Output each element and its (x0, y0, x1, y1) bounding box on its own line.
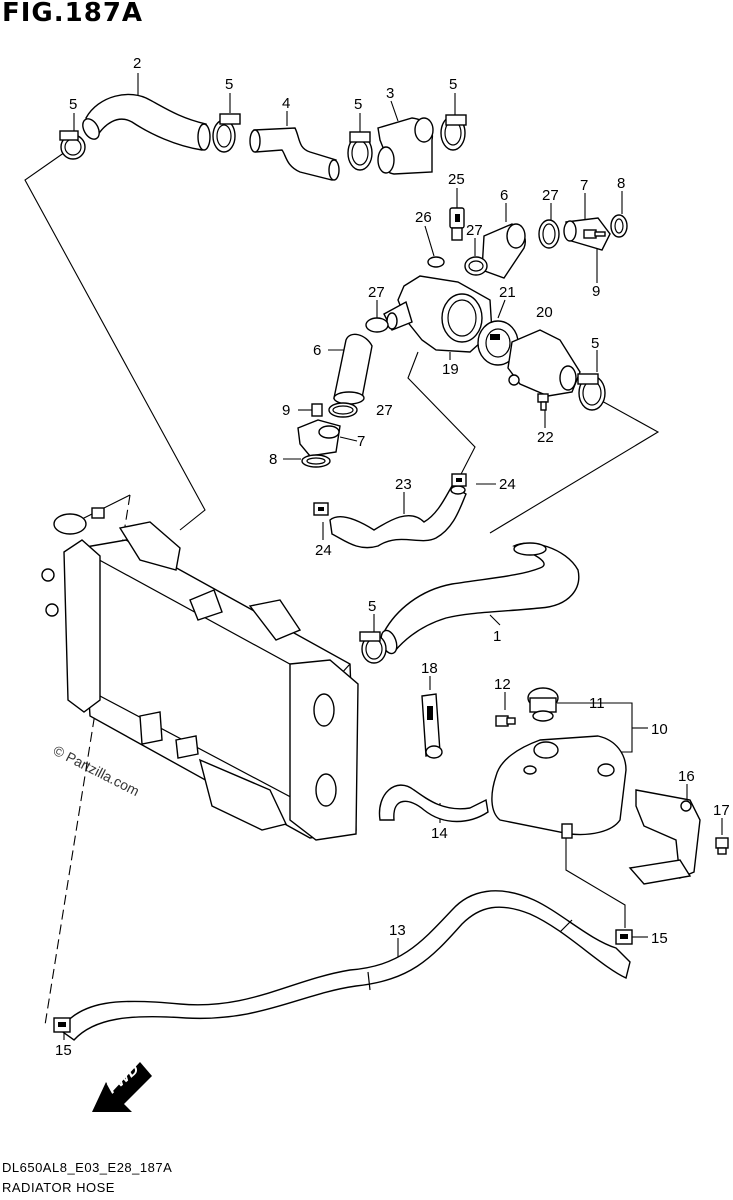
clamp-15-right (615, 929, 633, 945)
part-26-gasket (427, 256, 445, 268)
callout-2: 2 (133, 55, 141, 72)
callout-26: 26 (415, 209, 432, 226)
part-1-hose (380, 542, 580, 655)
callout-11: 11 (589, 695, 605, 712)
part-22-bolt (537, 393, 549, 411)
callout-1: 1 (493, 628, 501, 645)
callout-15: 15 (651, 930, 668, 947)
part-16-bracket (628, 789, 701, 885)
callout-10: 10 (651, 721, 668, 738)
callout-5: 5 (449, 76, 457, 93)
callout-17: 17 (713, 802, 730, 819)
callout-4: 4 (282, 95, 290, 112)
part-9-bolt-lower (311, 403, 323, 417)
clamp-5-f (359, 631, 387, 664)
part-8-oring-upper (610, 214, 628, 238)
fwd-arrow-icon: FWD (92, 1060, 152, 1112)
clamp-5-e (577, 373, 606, 411)
clamp-5-a (59, 130, 86, 160)
callout-24: 24 (499, 476, 516, 493)
callout-6: 6 (500, 187, 508, 204)
part-19-thermostat-housing (383, 275, 493, 353)
callout-6: 6 (313, 342, 321, 359)
callout-18: 18 (421, 660, 438, 677)
clamp-5-c (347, 131, 373, 171)
part-25-sensor (449, 207, 465, 241)
callout-8: 8 (617, 175, 625, 192)
part-17-bolt (715, 837, 729, 855)
part-23-hose (329, 485, 467, 549)
clamp-5-b (212, 113, 241, 153)
clamp-27-upper (538, 219, 560, 249)
part-10-reservoir (491, 735, 627, 839)
radiator (41, 507, 359, 841)
clamp-15-left (53, 1017, 71, 1033)
part-3-hose (377, 117, 434, 175)
part-20-thermostat-cover (507, 329, 581, 397)
diagram-caption: RADIATOR HOSE (2, 1180, 115, 1195)
callout-27: 27 (376, 402, 393, 419)
callout-5: 5 (354, 96, 362, 113)
part-6-hose-upper (481, 223, 526, 279)
callout-5: 5 (591, 335, 599, 352)
callout-23: 23 (395, 476, 412, 493)
part-9-bolt-upper (583, 229, 606, 239)
callout-13: 13 (389, 922, 406, 939)
callout-8: 8 (269, 451, 277, 468)
callout-25: 25 (448, 171, 465, 188)
callout-labels: 2 5 5 4 5 3 5 25 6 27 7 8 26 27 9 27 21 … (55, 55, 730, 1059)
callout-21: 21 (499, 284, 516, 301)
callout-24: 24 (315, 542, 332, 559)
callout-14: 14 (431, 825, 448, 842)
callout-27: 27 (368, 284, 385, 301)
figure-title: FIG.187A (2, 0, 144, 28)
callout-5: 5 (368, 598, 376, 615)
part-13-hose (59, 890, 631, 1041)
callout-5: 5 (225, 76, 233, 93)
clamp-27-lower (328, 402, 358, 418)
clamp-27-left (365, 317, 389, 333)
callout-22: 22 (537, 429, 554, 446)
callout-3: 3 (386, 85, 394, 102)
callout-27: 27 (542, 187, 559, 204)
diagram-code: DL650AL8_E03_E28_187A (2, 1160, 173, 1175)
clip-24-left (313, 502, 329, 516)
callout-5: 5 (69, 96, 77, 113)
leader-lines (24, 73, 723, 1040)
callout-9: 9 (282, 402, 290, 419)
callout-15: 15 (55, 1042, 72, 1059)
callout-9: 9 (592, 283, 600, 300)
part-12-bolt (495, 715, 516, 727)
part-2-hose (82, 93, 211, 151)
callout-20: 20 (536, 304, 553, 321)
clamp-5-d (440, 114, 467, 151)
part-8-oring-lower (301, 454, 331, 468)
part-14-hose (378, 784, 489, 823)
clamp-27-mid (464, 256, 488, 276)
part-6-hose-lower (333, 333, 373, 405)
callout-7: 7 (357, 433, 365, 450)
callout-12: 12 (494, 676, 511, 693)
callout-19: 19 (442, 361, 459, 378)
part-18-bracket (421, 693, 443, 759)
part-11-cap (527, 687, 559, 722)
callout-27: 27 (466, 222, 483, 239)
callout-7: 7 (580, 177, 588, 194)
clip-24-right (451, 473, 467, 487)
callout-16: 16 (678, 768, 695, 785)
part-7-fitting-lower (297, 419, 341, 457)
part-4-hose (249, 127, 340, 181)
